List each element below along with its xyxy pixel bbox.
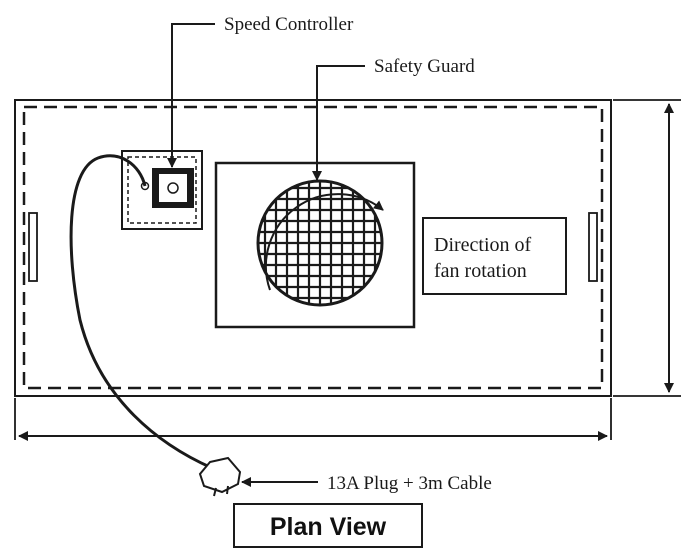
- direction-note-line1: Direction of: [434, 234, 532, 256]
- title-box: [233, 503, 423, 548]
- plug-icon: [198, 456, 242, 497]
- direction-note-box: [422, 217, 567, 295]
- left-handle: [28, 212, 38, 282]
- power-cable: [69, 154, 213, 470]
- safety-guard-grid: [256, 179, 384, 307]
- speed-controller-label: Speed Controller: [224, 14, 354, 35]
- direction-note-line2: fan rotation: [434, 260, 527, 282]
- unit-outer-outline: [14, 99, 612, 397]
- right-handle: [588, 212, 598, 282]
- plug-cable-label: 13A Plug + 3m Cable: [327, 473, 492, 494]
- speed-controller-leader: [167, 23, 215, 168]
- height-dimension: [613, 99, 681, 397]
- diagram-title: Plan View: [270, 513, 387, 541]
- unit-inner-dashed-outline: [22, 105, 604, 390]
- rotation-arrow: [265, 193, 384, 291]
- safety-guard-leader: [312, 65, 365, 181]
- speed-controller: [121, 150, 203, 230]
- safety-guard-label: Safety Guard: [374, 56, 475, 77]
- fan-housing: [214, 161, 416, 329]
- width-dimension: [14, 398, 612, 441]
